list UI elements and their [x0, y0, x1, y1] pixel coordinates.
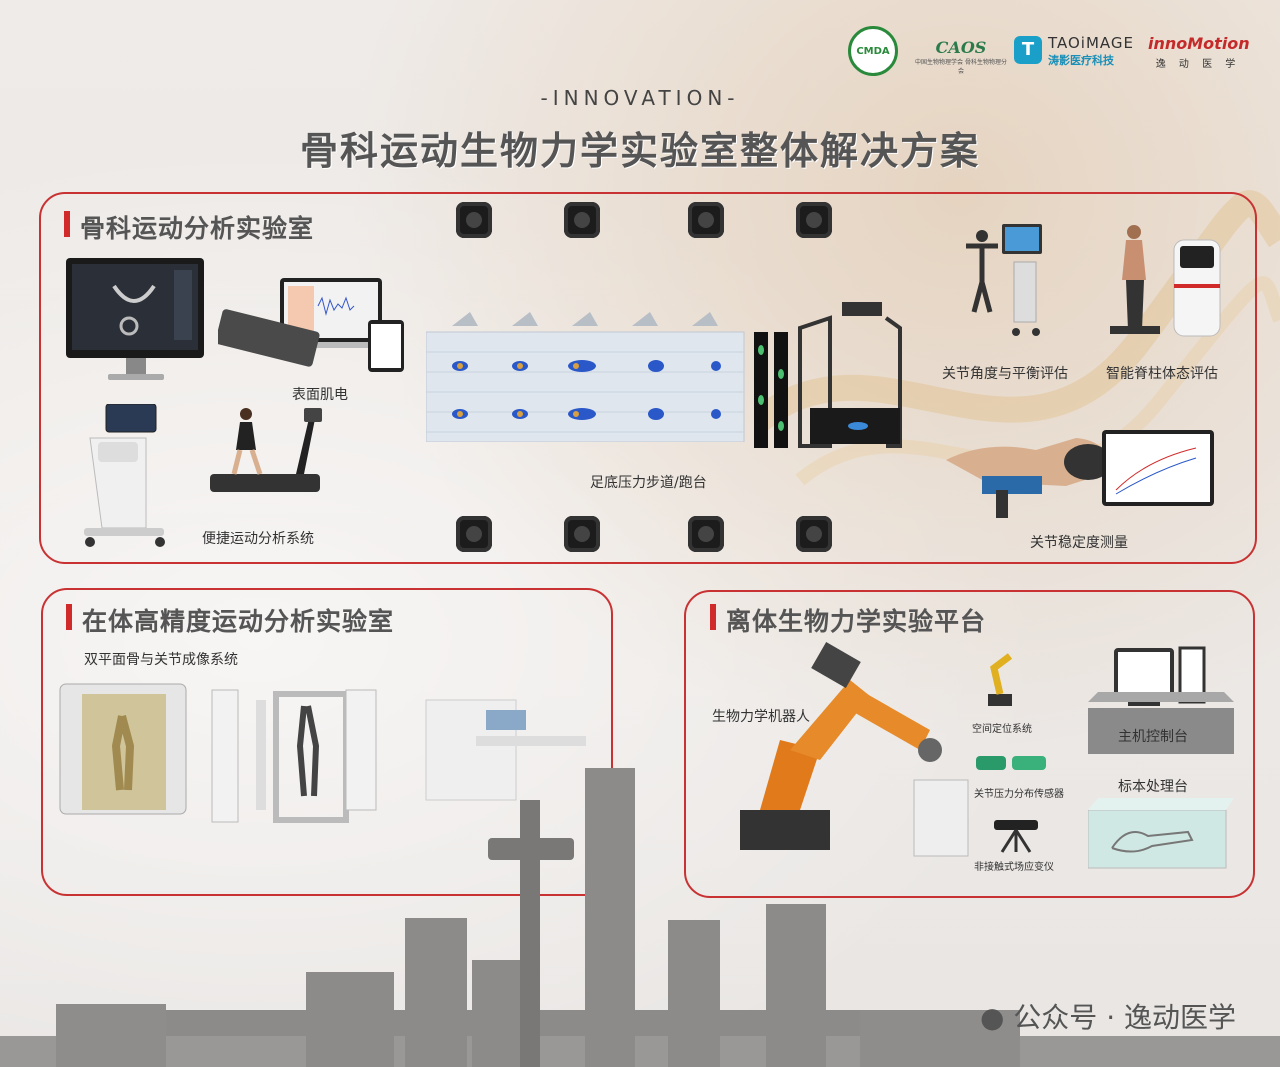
- caption-spine-posture: 智能脊柱体态评估: [1106, 366, 1218, 382]
- skyline-pavilion: [56, 1004, 166, 1067]
- treadmill-runner: [210, 408, 322, 492]
- strain-gauge-icon: [994, 820, 1038, 853]
- caption-specimen-table: 标本处理台: [1118, 779, 1188, 795]
- joint-stability-equipment: [946, 430, 1214, 518]
- section-title-ex-vivo: 离体生物力学实验平台: [726, 607, 987, 636]
- section-marker: [66, 604, 72, 630]
- caption-host-console: 主机控制台: [1118, 729, 1188, 745]
- camera-icon: [796, 516, 832, 552]
- caos-logo-text: CAOS: [935, 38, 987, 57]
- wechat-watermark: ● 公众号 · 逸动医学: [980, 996, 1236, 1036]
- caption-strain-gauge: 非接触式场应变仪: [974, 862, 1054, 873]
- skyline-tower: [520, 800, 540, 1067]
- taoimage-icon: T: [1014, 36, 1042, 64]
- biomechanics-robot: [740, 642, 969, 857]
- skyline-building: [585, 768, 635, 1067]
- skyline-building: [306, 972, 394, 1067]
- skyline-building: [405, 918, 467, 1067]
- skyline-ground: [0, 1036, 1280, 1067]
- section-marker: [710, 604, 716, 630]
- skyline-building: [766, 904, 826, 1067]
- motion-analysis-monitor: [66, 258, 204, 380]
- cmda-logo-text: CMDA: [856, 45, 890, 57]
- skyline-building: [668, 920, 720, 1067]
- caption-spatial-positioning: 空间定位系统: [972, 724, 1032, 735]
- portable-analysis-cart: [84, 404, 165, 547]
- panel-ex-vivo-platform: [684, 590, 1255, 898]
- caption-emg: 表面肌电: [292, 387, 348, 403]
- skyline-tower-deck: [488, 838, 574, 860]
- caption-joint-stability: 关节稳定度测量: [1030, 535, 1128, 551]
- taoimage-logo-text: TAOiMAGE: [1048, 34, 1135, 52]
- caos-logo-subtext: 中国生物物理学会 骨科生物物理分会: [915, 59, 1007, 75]
- camera-icon: [564, 516, 600, 552]
- wechat-icon: ●: [979, 1001, 1005, 1034]
- host-console: [1088, 646, 1234, 754]
- caption-plantar-pressure: 足底压力步道/跑台: [590, 475, 707, 491]
- joint-angle-balance-equipment: [966, 224, 1042, 336]
- caption-biplane-imaging: 双平面骨与关节成像系统: [84, 652, 238, 668]
- camera-icon: [688, 202, 724, 238]
- skyline-pavilion: [860, 1010, 1020, 1067]
- innomotion-logo-text: innoMotion: [1148, 34, 1250, 53]
- skyline-building: [472, 960, 520, 1067]
- spine-posture-equipment: [1110, 225, 1221, 337]
- taoimage-logo: T TAOiMAGE 涛影医疗科技: [1014, 34, 1134, 68]
- camera-icon: [456, 202, 492, 238]
- camera-icon: [456, 516, 492, 552]
- joint-pressure-sensor-icon: [976, 756, 1046, 770]
- panel-in-vivo-lab: [41, 588, 613, 896]
- section-title-motion-lab: 骨科运动分析实验室: [80, 214, 315, 243]
- caption-joint-angle: 关节角度与平衡评估: [942, 366, 1068, 382]
- emg-equipment: [218, 278, 404, 372]
- caos-logo: CAOS 中国生物物理学会 骨科生物物理分会: [915, 24, 1007, 75]
- camera-icon: [564, 202, 600, 238]
- taoimage-logo-subtext: 涛影医疗科技: [1048, 54, 1114, 67]
- section-marker: [64, 211, 70, 237]
- footprint-strips: [754, 332, 788, 448]
- spatial-positioning-icon: [988, 653, 1013, 706]
- watermark-text: 公众号 · 逸动医学: [1013, 1001, 1236, 1034]
- plantar-pressure-walkway: [426, 312, 745, 442]
- caption-joint-pressure: 关节压力分布传感器: [974, 789, 1064, 800]
- panel-orthopedic-motion-lab: [39, 192, 1257, 564]
- innomotion-logo-subtext: 逸 动 医 学: [1155, 59, 1241, 70]
- cmda-logo: CMDA: [848, 26, 898, 76]
- section-title-in-vivo-lab: 在体高精度运动分析实验室: [82, 607, 395, 636]
- camera-icon: [796, 202, 832, 238]
- instrumented-treadmill: [798, 302, 902, 448]
- biplane-imaging-systems: [59, 683, 586, 823]
- innomotion-logo: innoMotion 逸 动 医 学: [1148, 34, 1250, 70]
- caption-portable-system: 便捷运动分析系统: [202, 531, 314, 547]
- innovation-label: -INNOVATION-: [540, 86, 740, 110]
- caption-biomechanics-robot: 生物力学机器人: [712, 709, 810, 725]
- page-title: 骨科运动生物力学实验室整体解决方案: [299, 129, 980, 173]
- camera-icon: [688, 516, 724, 552]
- specimen-table: [1088, 798, 1234, 869]
